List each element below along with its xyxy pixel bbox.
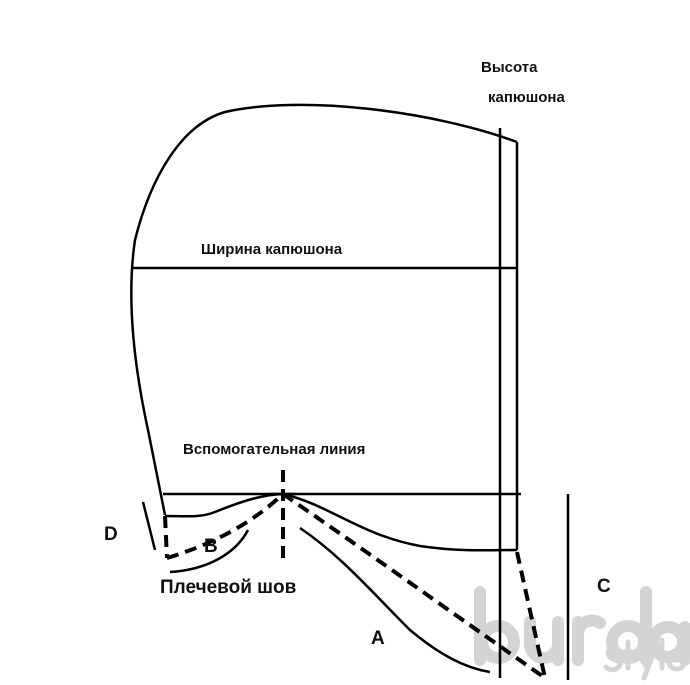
label-width: Ширина капюшона: [201, 241, 343, 258]
shoulder-seam-dashed: [163, 470, 547, 680]
measure-D-line: [141, 501, 157, 551]
label-B: B: [204, 536, 218, 557]
label-shoulder-seam: Плечевой шов: [160, 577, 297, 598]
label-helper-line: Вспомогательная линия: [183, 441, 366, 458]
neck-curve-front: [282, 492, 518, 552]
label-D: D: [104, 524, 118, 545]
label-C: C: [597, 576, 611, 597]
measure-A-arc: [299, 526, 491, 674]
style-logo-letters: [603, 637, 687, 681]
label-height-line2: капюшона: [488, 89, 565, 106]
neck-curve-back: [164, 492, 284, 518]
hood-outline: [130, 103, 518, 516]
label-height-line1: Высота: [481, 59, 538, 76]
measure-B-arc: [169, 529, 250, 574]
label-A: A: [371, 628, 385, 649]
